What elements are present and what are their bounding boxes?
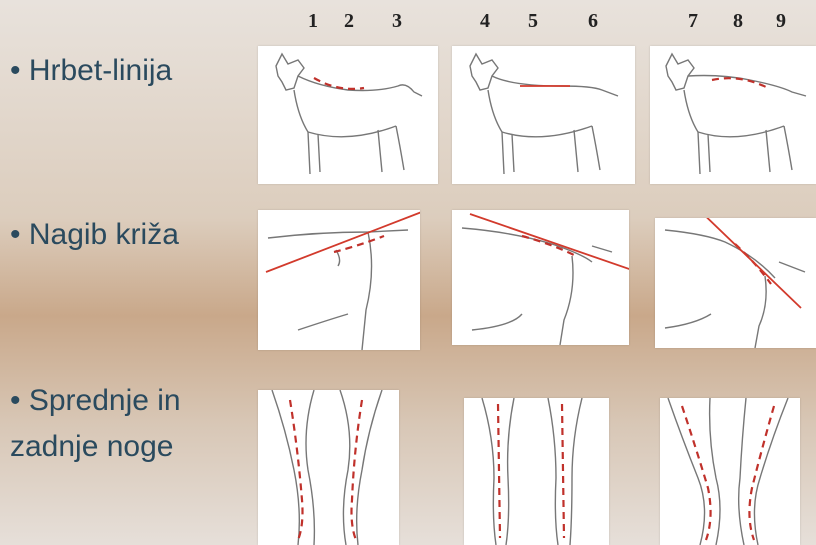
steep-rump-illustration bbox=[655, 218, 816, 348]
legs-panel-2 bbox=[464, 398, 609, 545]
goat-straight-back-illustration bbox=[452, 46, 635, 184]
column-number-5: 5 bbox=[528, 10, 538, 33]
column-number-8: 8 bbox=[733, 10, 743, 33]
column-number-9: 9 bbox=[776, 10, 786, 33]
o-shaped-legs-illustration bbox=[660, 398, 800, 545]
column-number-7: 7 bbox=[688, 10, 698, 33]
straight-legs-illustration bbox=[464, 398, 609, 545]
column-number-1: 1 bbox=[308, 10, 318, 33]
goat-sagging-back-illustration bbox=[258, 46, 438, 184]
legs-panel-1 bbox=[258, 390, 399, 545]
rump-slope-panel-3 bbox=[655, 218, 816, 348]
row-label-legs: • Sprednje in zadnje noge bbox=[10, 378, 181, 470]
rump-slope-panel-1 bbox=[258, 210, 420, 350]
row-label-back-line: • Hrbet-linija bbox=[10, 48, 172, 94]
row-label-legs-line2: zadnje noge bbox=[10, 424, 181, 470]
row-label-rump-slope: • Nagib križa bbox=[10, 212, 179, 258]
x-shaped-legs-illustration bbox=[258, 390, 399, 545]
column-number-4: 4 bbox=[480, 10, 490, 33]
flat-rump-illustration bbox=[258, 210, 420, 350]
legs-panel-3 bbox=[660, 398, 800, 545]
goat-back-line-panel-3 bbox=[650, 46, 816, 184]
moderately-sloped-rump-illustration bbox=[452, 210, 629, 345]
column-number-2: 2 bbox=[344, 10, 354, 33]
goat-arched-back-illustration bbox=[650, 46, 816, 184]
column-number-3: 3 bbox=[392, 10, 402, 33]
row-label-legs-line1: • Sprednje in bbox=[10, 378, 181, 424]
column-number-6: 6 bbox=[588, 10, 598, 33]
goat-back-line-panel-1 bbox=[258, 46, 438, 184]
rump-slope-panel-2 bbox=[452, 210, 629, 345]
goat-back-line-panel-2 bbox=[452, 46, 635, 184]
